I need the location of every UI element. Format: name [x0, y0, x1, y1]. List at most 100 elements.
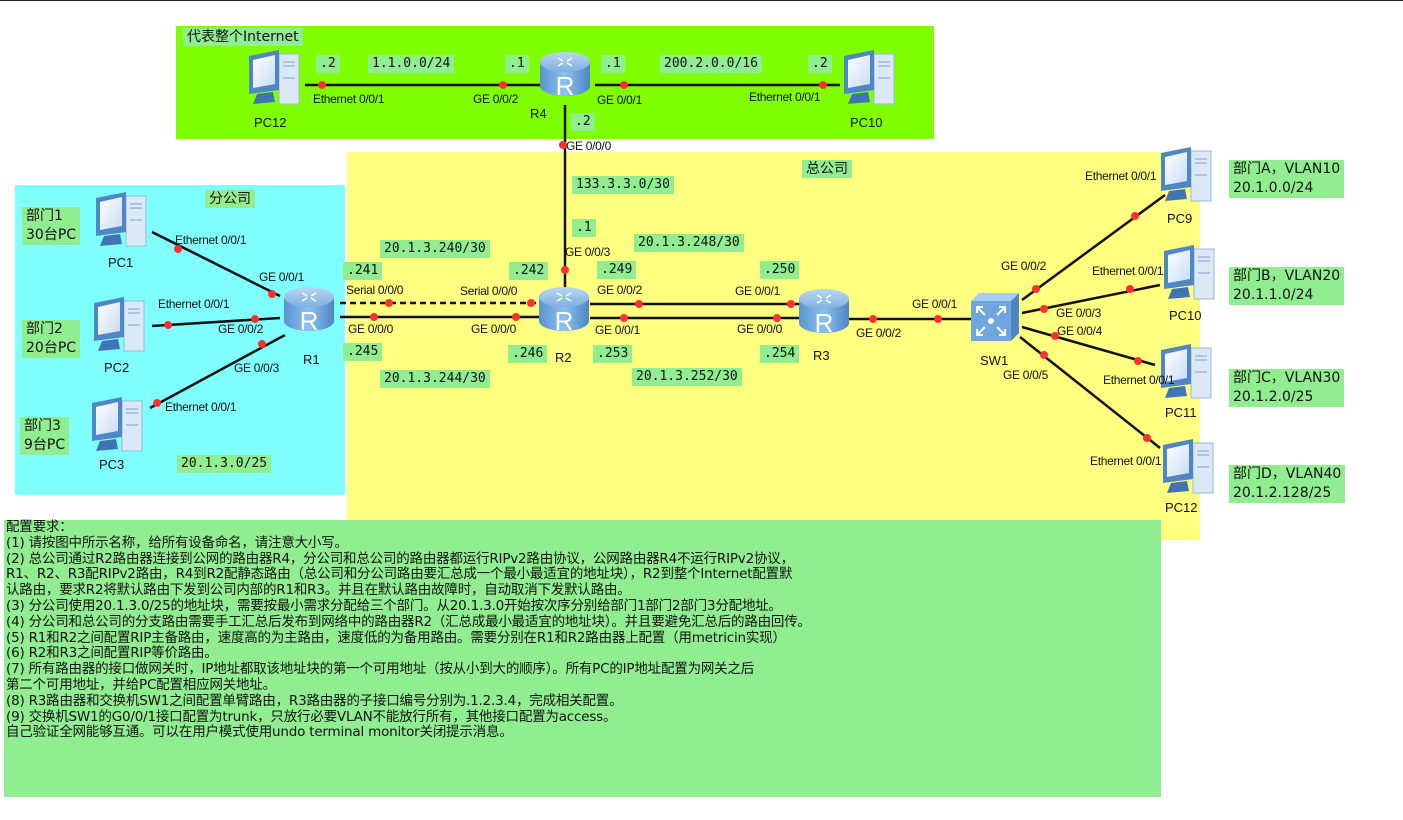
port-dot [635, 300, 643, 308]
host-id-label: .254 [760, 345, 800, 363]
port-dot [561, 266, 569, 274]
host-id-label: .249 [597, 261, 637, 279]
port-dot [1131, 212, 1139, 220]
router-icon[interactable] [537, 285, 593, 341]
host-id-label: .1 [601, 55, 625, 73]
port-label: GE 0/0/1 [597, 93, 642, 107]
port-label: GE 0/0/1 [735, 284, 780, 298]
department-label: 部门1 30台PC [22, 207, 81, 245]
port-label: GE 0/0/1 [912, 297, 957, 311]
pc-icon[interactable] [838, 48, 898, 108]
requirement-line: 第二个可用地址，并给PC配置相应网关地址。 [6, 676, 276, 693]
requirement-line: (9) 交换机SW1的G0/0/1接口配置为trunk，只放行必要VLAN不能放… [6, 708, 617, 725]
port-dot [499, 81, 507, 89]
pc-icon[interactable] [88, 295, 148, 355]
department-label: 部门D，VLAN40 20.1.2.128/25 [1229, 465, 1346, 503]
host-id-label: .2 [316, 55, 340, 73]
pc-icon[interactable] [1155, 342, 1215, 402]
port-label: GE 0/0/0 [737, 322, 782, 336]
port-label: Ethernet 0/0/1 [158, 297, 230, 311]
port-label: GE 0/0/3 [234, 361, 279, 375]
port-dot [934, 315, 942, 323]
port-dot [385, 299, 393, 307]
port-dot [1143, 434, 1151, 442]
port-label: Serial 0/0/0 [460, 284, 518, 298]
device-label-pc10: PC10 [1169, 308, 1202, 323]
port-label: GE 0/0/2 [1001, 259, 1046, 273]
port-label: GE 0/0/3 [565, 245, 610, 259]
port-dot [559, 141, 567, 149]
router-icon[interactable] [538, 50, 594, 106]
port-dot [268, 290, 276, 298]
pc-icon[interactable] [1158, 243, 1218, 303]
host-id-label: .1 [572, 219, 596, 237]
device-label-pc3: PC3 [99, 457, 125, 472]
host-id-label: .246 [508, 345, 548, 363]
port-dot [1032, 285, 1040, 293]
requirements-panel: 配置要求： (1) 请按图中所示名称，给所有设备命名，请注意大小写。 (2) 总… [4, 519, 1161, 797]
department-label: 部门2 20台PC [22, 320, 81, 358]
port-label: GE 0/0/0 [348, 322, 393, 336]
device-label-r2: R2 [555, 350, 572, 365]
host-id-label: .2 [808, 55, 832, 73]
network-label: 1.1.0.0/24 [368, 55, 455, 73]
department-label: 部门A，VLAN10 20.1.0.0/24 [1229, 160, 1345, 198]
port-dot [819, 81, 827, 89]
network-label: 20.1.3.0/25 [177, 455, 272, 473]
device-label-r1: R1 [303, 352, 320, 367]
pc-icon[interactable] [1155, 145, 1215, 205]
link-sw1-pc11[interactable] [1021, 325, 1156, 367]
requirements-title: 配置要求： [6, 519, 73, 535]
device-label-pc11: PC11 [1165, 405, 1197, 420]
internet-area-title: 代表整个Internet [183, 28, 303, 46]
host-id-label: .250 [760, 261, 800, 279]
router-icon[interactable] [282, 285, 338, 341]
port-dot [1134, 357, 1142, 365]
port-label: Ethernet 0/0/1 [1090, 454, 1162, 468]
port-dot [620, 314, 628, 322]
network-label: 20.1.3.248/30 [634, 234, 744, 252]
device-label-pc9: PC9 [1167, 211, 1193, 226]
network-label: 133.3.3.0/30 [572, 176, 674, 194]
requirement-line: 自己验证全网能够互通。可以在用户模式使用undo terminal monito… [6, 724, 513, 741]
port-label: GE 0/0/4 [1057, 324, 1102, 338]
requirement-line: (1) 请按图中所示名称，给所有设备命名，请注意大小写。 [6, 534, 348, 551]
requirement-line: (6) R2和R3之间配置RIP等价路由。 [6, 645, 218, 662]
switch-icon[interactable] [967, 293, 1023, 345]
port-dot [153, 399, 161, 407]
port-label: GE 0/0/1 [595, 323, 640, 337]
pc-icon[interactable] [86, 395, 146, 455]
device-label-pc10-internet: PC10 [850, 115, 883, 130]
host-id-label: .253 [593, 345, 633, 363]
pc-icon[interactable] [1157, 437, 1217, 497]
port-dot [773, 314, 781, 322]
host-id-label: .241 [343, 262, 383, 280]
port-dots [153, 81, 1151, 442]
port-label: Ethernet 0/0/1 [1092, 264, 1164, 278]
port-label: GE 0/0/3 [1056, 306, 1101, 320]
device-label-sw1: SW1 [980, 353, 1009, 368]
host-id-label: .1 [505, 55, 529, 73]
requirement-line: 认路由，要求R2将默认路由下发到公司内部的R1和R3。并且在默认路由故障时，自动… [6, 582, 631, 599]
requirement-line: (5) R1和R2之间配置RIP主备路由，速度高的为主路由，速度低的为备用路由。… [6, 629, 786, 646]
port-label: Ethernet 0/0/1 [175, 233, 247, 247]
requirement-line: R1、R2、R3配RIPv2路由，R4到R2配静态路由（总公司和分公司路由要汇总… [6, 566, 793, 583]
link-pc1-r1[interactable] [151, 230, 281, 298]
router-icon[interactable] [797, 287, 853, 343]
port-dot [318, 81, 326, 89]
port-dot [251, 315, 259, 323]
pc-icon[interactable] [90, 190, 150, 250]
port-dot [164, 321, 172, 329]
link-sw1-pc9[interactable] [1021, 193, 1166, 302]
port-dot [787, 300, 795, 308]
port-dot [1051, 332, 1059, 340]
port-dot [1126, 285, 1134, 293]
port-label: GE 0/0/2 [473, 92, 518, 106]
requirement-line: (8) R3路由器和交换机SW1之间配置单臂路由，R3路由器的子接口编号分别为.… [6, 692, 623, 709]
port-label: GE 0/0/0 [566, 139, 611, 153]
port-dot [1040, 351, 1048, 359]
pc-icon[interactable] [243, 48, 303, 108]
hq-area-title: 总公司 [802, 160, 852, 178]
port-label: GE 0/0/2 [597, 283, 642, 297]
